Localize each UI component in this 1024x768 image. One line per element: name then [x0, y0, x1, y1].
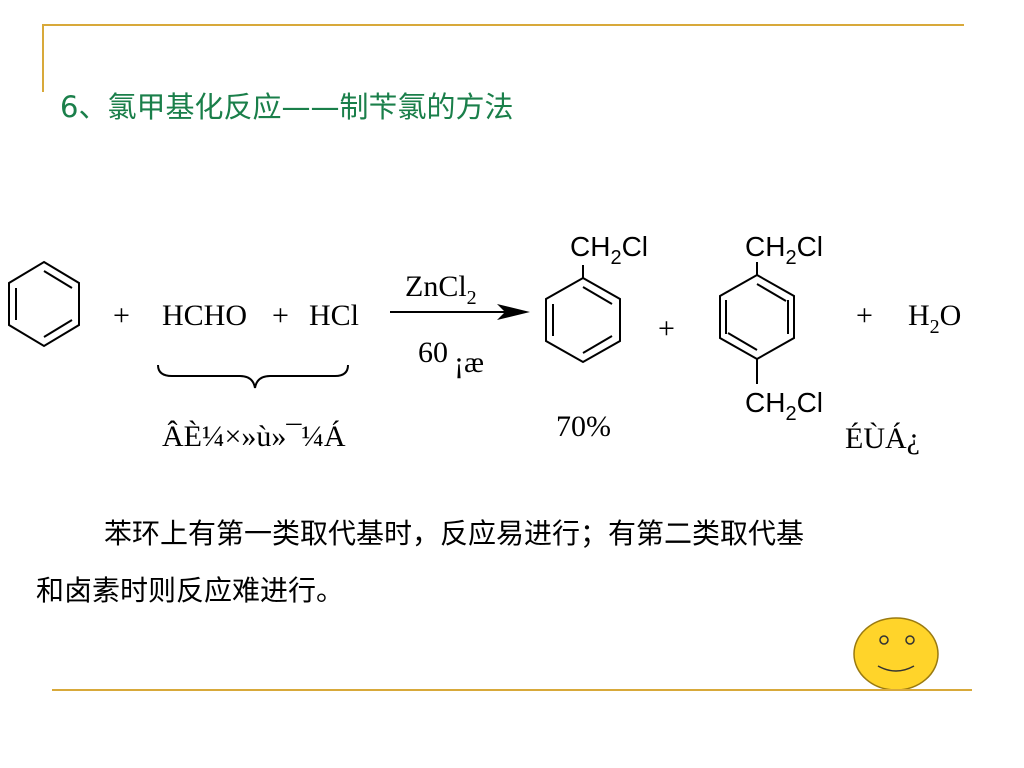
catalyst-label: ZnCl2 [405, 270, 477, 309]
plus-sign: + [658, 312, 675, 345]
paragraph-line-2: 和卤素时则反应难进行。 [36, 574, 345, 607]
plus-sign: + [272, 299, 289, 332]
reagent-hcl: HCl [309, 299, 359, 332]
condition-temperature: 60¡æ [418, 336, 484, 379]
brace-label: ÂÈ¼×»ù»¯¼Á [162, 420, 346, 453]
frame-top-line [42, 24, 964, 26]
plus-sign: + [856, 299, 873, 332]
frame-bottom-line [52, 689, 972, 691]
explanation-paragraph: 苯环上有第一类取代基时，反应易进行；有第二类取代基 和卤素时则反应难进行。 [36, 505, 976, 619]
frame-left-line [42, 24, 44, 92]
reaction-diagram: + HCHO + HCl ZnCl2 60¡æ ÂÈ¼×»ù»¯¼Á CH2Cl… [8, 231, 961, 455]
product2-label: ÉÙÁ¿ [845, 422, 920, 455]
reaction-arrow [390, 304, 530, 320]
water-product: H2O [908, 299, 961, 338]
paragraph-line-1: 苯环上有第一类取代基时，反应易进行；有第二类取代基 [104, 517, 805, 550]
product1-substituent: CH2Cl [570, 231, 648, 269]
product1-yield: 70% [556, 410, 611, 443]
slide-title: 6、氯甲基化反应——制苄氯的方法 [60, 90, 514, 124]
benzene-reactant [8, 260, 80, 348]
benzyl-chloride-structure [545, 265, 621, 364]
reagent-hcho: HCHO [162, 299, 247, 332]
product2-bottom-substituent: CH2Cl [745, 387, 823, 425]
reagent-brace [157, 364, 349, 389]
product2-top-substituent: CH2Cl [745, 231, 823, 269]
bis-chloromethyl-benzene-structure [719, 262, 795, 384]
smiley-face-icon [853, 617, 939, 691]
plus-sign: + [113, 299, 130, 332]
